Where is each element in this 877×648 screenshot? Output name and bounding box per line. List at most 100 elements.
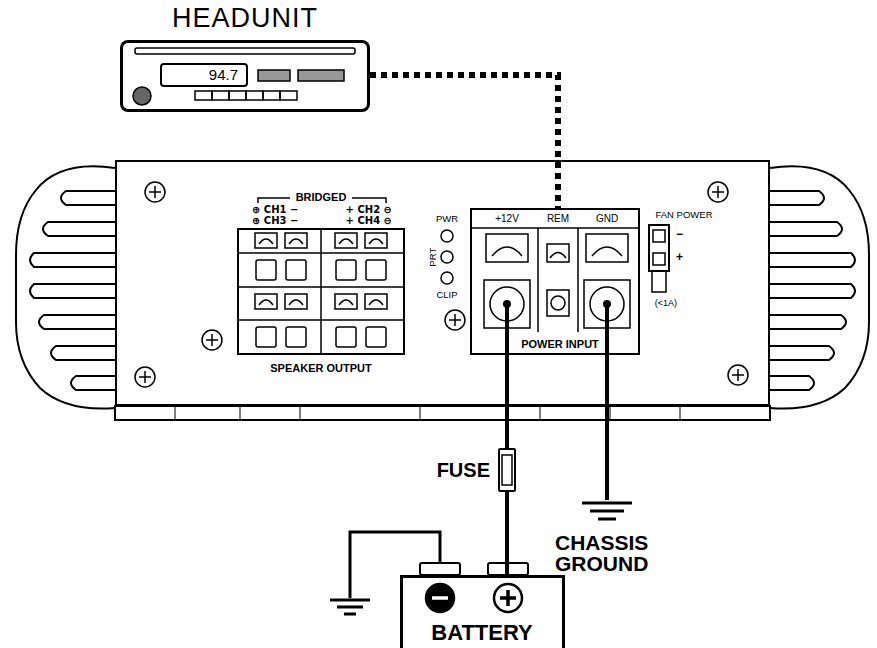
screw bbox=[445, 310, 465, 330]
speaker-terminal bbox=[366, 260, 386, 280]
headunit-face bbox=[263, 91, 280, 100]
screw bbox=[728, 365, 748, 385]
display-readout: 94.7 bbox=[160, 63, 248, 87]
current-rating: (<1A) bbox=[655, 299, 677, 309]
power-terminal bbox=[592, 247, 622, 256]
headunit-face bbox=[195, 91, 212, 100]
battery-post bbox=[420, 563, 460, 575]
heatsink-fins bbox=[43, 222, 115, 236]
battery-label: BATTERY bbox=[431, 621, 532, 645]
amplifier-base bbox=[115, 406, 770, 420]
fan-connector bbox=[652, 272, 666, 292]
power-terminal bbox=[547, 244, 569, 262]
remote-wire bbox=[370, 75, 558, 208]
screw bbox=[708, 182, 728, 202]
power-terminal bbox=[550, 253, 566, 259]
speaker-terminal-block: BRIDGED⊕ CH1 −+ CH2 ⊖⊕ CH3 −+ CH4 ⊖SPEAK… bbox=[237, 228, 405, 355]
led-label: CLIP bbox=[436, 290, 457, 300]
heatsink-fins bbox=[30, 284, 115, 298]
heatsink-fins bbox=[39, 315, 115, 329]
amplifier-base bbox=[115, 406, 770, 420]
fuse-element bbox=[502, 455, 512, 485]
power-wire bbox=[505, 492, 509, 575]
heatsink-fins bbox=[30, 253, 115, 267]
battery-terminal-symbol bbox=[426, 584, 454, 612]
amplifier-body: PWRPRTCLIPBRIDGED⊕ CH1 −+ CH2 ⊖⊕ CH3 −+ … bbox=[115, 160, 770, 406]
speaker-terminal bbox=[289, 239, 303, 244]
speaker-terminal bbox=[335, 233, 357, 248]
battery-post bbox=[420, 563, 528, 575]
power-terminal bbox=[586, 234, 628, 262]
led bbox=[441, 230, 453, 242]
screw bbox=[206, 334, 218, 346]
pin-label: GND bbox=[596, 213, 618, 224]
channel-label: + CH2 ⊖ bbox=[346, 204, 392, 215]
screw bbox=[135, 367, 155, 387]
power-terminal bbox=[486, 234, 528, 262]
channel-label: ⊕ CH3 − bbox=[252, 215, 298, 226]
power-terminal bbox=[551, 296, 565, 310]
led bbox=[441, 230, 453, 284]
power-terminal bbox=[547, 290, 569, 316]
speaker-terminal bbox=[286, 327, 306, 347]
ground-label: CHASSIS GROUND bbox=[555, 532, 675, 574]
speaker-terminal bbox=[256, 327, 276, 347]
power-wire bbox=[505, 355, 509, 448]
polarity-sign: + bbox=[676, 251, 683, 264]
power-input-block: +12VREMGNDPOWER INPUT bbox=[470, 208, 640, 355]
speaker-terminal bbox=[255, 294, 277, 309]
speaker-terminal bbox=[285, 233, 307, 248]
headunit-title: HEADUNIT bbox=[172, 4, 318, 34]
pin-label: REM bbox=[547, 213, 569, 224]
screw bbox=[449, 314, 461, 326]
polarity-sign: − bbox=[676, 228, 683, 241]
led-label: PRT bbox=[428, 248, 438, 267]
power-terminal bbox=[470, 228, 640, 332]
battery-terminal-symbol bbox=[494, 584, 522, 612]
headunit-face bbox=[298, 70, 344, 81]
speaker-terminal bbox=[237, 228, 405, 355]
led bbox=[441, 272, 453, 284]
speaker-terminal bbox=[335, 294, 357, 309]
speaker-terminal bbox=[339, 239, 353, 244]
speaker-terminal bbox=[336, 327, 356, 347]
screw bbox=[135, 182, 748, 387]
power-terminal bbox=[492, 247, 522, 256]
heatsink-fins bbox=[71, 376, 115, 390]
power-terminal bbox=[470, 228, 640, 332]
speaker-terminal bbox=[237, 228, 405, 355]
battery-terminal-symbol bbox=[500, 590, 516, 606]
speaker-terminal bbox=[259, 300, 273, 305]
heatsink-fins bbox=[770, 166, 869, 408]
headunit-face bbox=[229, 91, 246, 100]
led-label: PWR bbox=[436, 214, 458, 224]
channel-label: ⊕ CH1 − bbox=[252, 204, 298, 215]
heatsink-fins bbox=[61, 191, 115, 205]
fuse-box: FUSE bbox=[498, 448, 516, 492]
bridged-label: BRIDGED bbox=[296, 191, 347, 203]
ground-symbol bbox=[582, 503, 632, 519]
speaker-terminal bbox=[259, 239, 273, 244]
screw bbox=[202, 330, 222, 350]
battery-box: BATTERY bbox=[400, 575, 565, 648]
terminal-dot bbox=[503, 300, 511, 308]
screw bbox=[149, 186, 161, 198]
fuse-label: FUSE bbox=[437, 459, 490, 481]
channel-label: + CH4 ⊖ bbox=[346, 215, 392, 226]
screw bbox=[712, 186, 724, 198]
battery-terminal-symbol bbox=[426, 584, 522, 612]
ground-symbol bbox=[330, 600, 370, 614]
speaker-terminal bbox=[365, 233, 387, 248]
speaker-terminal bbox=[255, 233, 277, 248]
fuse-element bbox=[502, 455, 512, 485]
pin-label: +12V bbox=[495, 213, 519, 224]
speaker-terminal bbox=[339, 300, 353, 305]
terminal-dot bbox=[503, 300, 611, 308]
speaker-terminal bbox=[365, 294, 387, 309]
headunit-face bbox=[135, 48, 355, 54]
headunit-face bbox=[280, 91, 297, 100]
battery-terminal-symbol bbox=[432, 596, 448, 600]
power-wire bbox=[505, 304, 509, 355]
